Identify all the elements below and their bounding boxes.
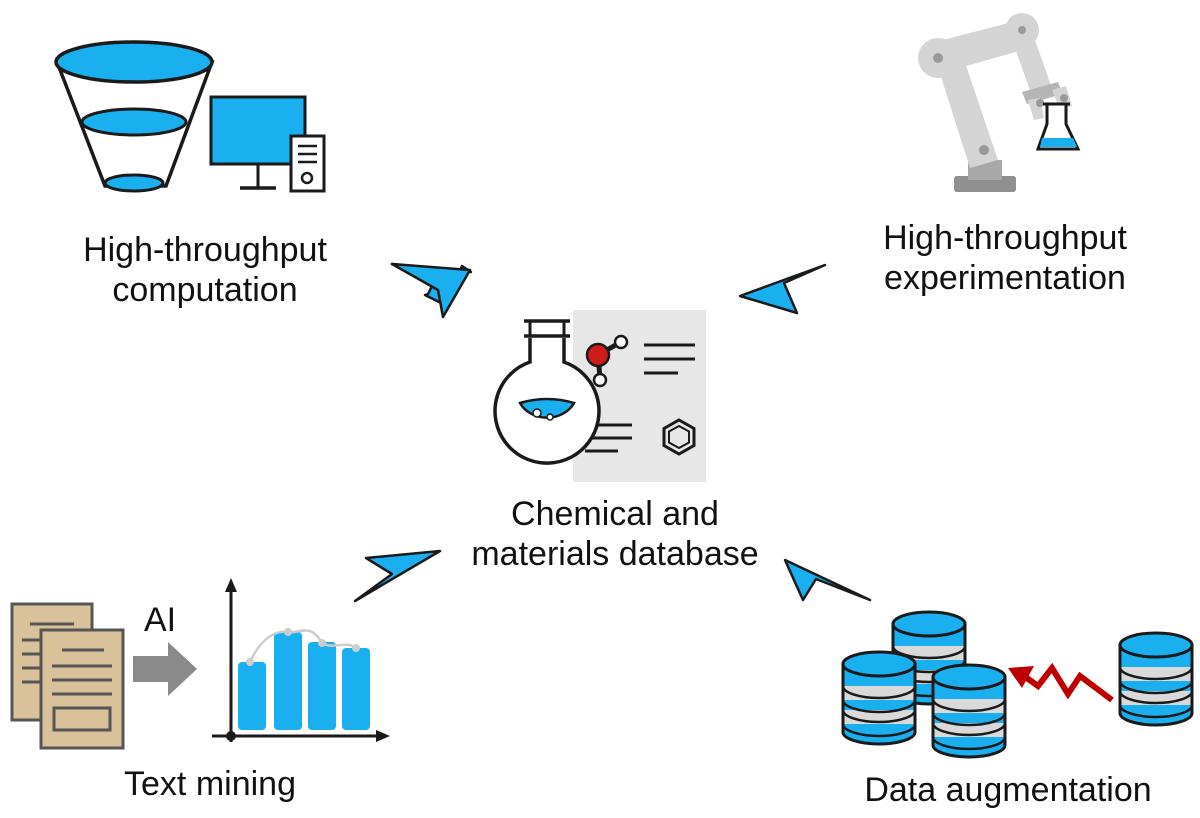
lightning-arrow-icon (1008, 662, 1114, 703)
data-augmentation-label: Data augmentation (864, 771, 1152, 809)
high-throughput-computation-label: High-throughput computation (83, 231, 327, 309)
arrow-icon (353, 549, 442, 603)
arrow-icon (738, 263, 827, 315)
molecule-icon (585, 334, 629, 388)
robot-arm-icon (918, 13, 1072, 192)
flask-icon (1035, 102, 1081, 151)
round-flask-icon (493, 319, 601, 465)
bar-chart-icon (212, 578, 390, 742)
pc-tower-icon (289, 134, 326, 193)
benzene-icon (662, 418, 696, 456)
arrow-icon (390, 262, 473, 319)
gray-arrow-icon (133, 642, 197, 696)
ai-label: AI (143, 601, 177, 639)
high-throughput-experimentation-label: High-throughput experimentation (883, 219, 1127, 297)
monitor-icon (209, 95, 307, 190)
database-icon (841, 610, 1194, 759)
chemical-materials-database-label: Chemical and materials database (471, 495, 759, 573)
text-mining-label: Text mining (124, 765, 296, 803)
arrow-icon (783, 558, 872, 602)
funnel-icon (54, 40, 215, 193)
document-icon (39, 628, 125, 750)
